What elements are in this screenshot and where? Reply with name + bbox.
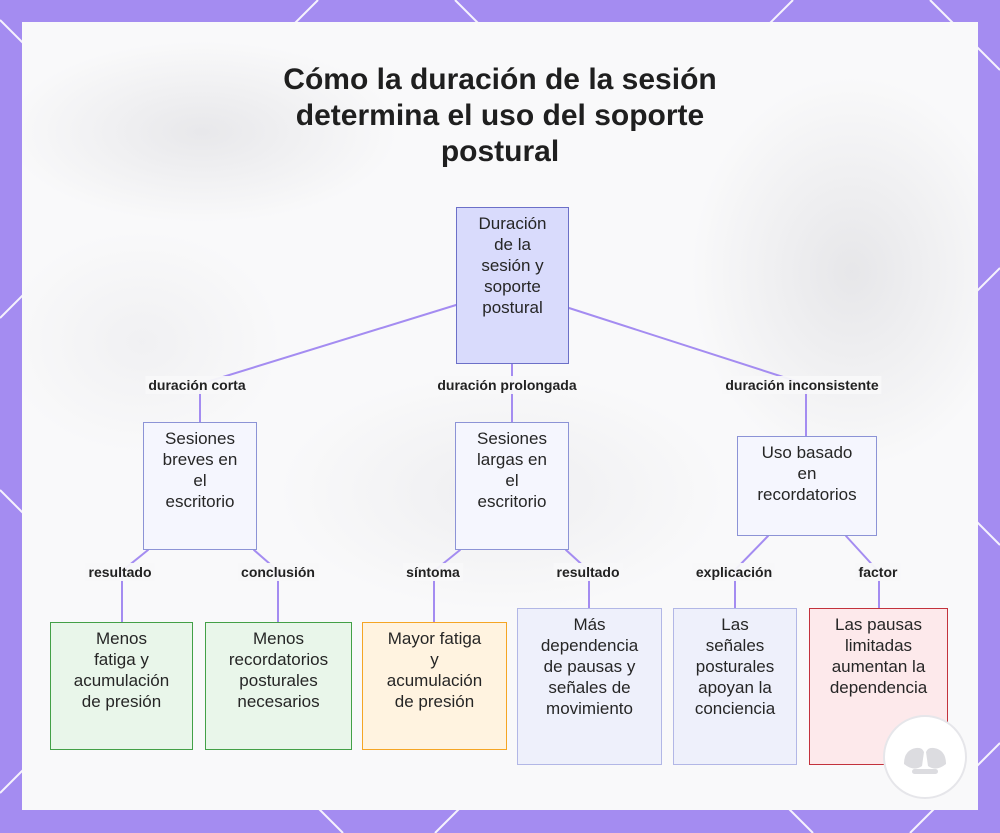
node-long-sessions: Sesiones largas en el escritorio (455, 422, 569, 550)
edge-label-long: duración prolongada (434, 376, 579, 394)
node-short-sessions: Sesiones breves en el escritorio (143, 422, 257, 550)
node-postural-cues-label: Las señales posturales apoyan la concien… (693, 614, 778, 719)
edge-label-long-result: resultado (553, 563, 622, 581)
node-less-fatigue: Menos fatiga y acumulación de presión (50, 622, 193, 750)
diagram-title: Cómo la duración de la sesión determina … (265, 62, 735, 170)
node-short-sessions-label: Sesiones breves en el escritorio (160, 428, 240, 512)
node-more-breaks-dependence-label: Más dependencia de pausas y señales de m… (537, 614, 643, 719)
node-fewer-reminders-label: Menos recordatorios posturales necesario… (224, 628, 334, 712)
node-long-sessions-label: Sesiones largas en el escritorio (472, 428, 552, 512)
node-more-fatigue-label: Mayor fatiga y acumulación de presión (385, 628, 485, 712)
node-postural-cues: Las señales posturales apoyan la concien… (673, 608, 797, 765)
node-root-label: Duración de la sesión y soporte postural (473, 213, 553, 318)
edge-label-long-symptom: síntoma (403, 563, 463, 581)
edge-label-short-result: resultado (85, 563, 154, 581)
edge-label-inconsistent: duración inconsistente (722, 376, 881, 394)
logo-icon (882, 714, 968, 800)
node-reminder-based-label: Uso basado en recordatorios (754, 442, 860, 505)
edge-label-short: duración corta (145, 376, 248, 394)
node-limited-breaks-label: Las pausas limitadas aumentan la depende… (824, 614, 934, 698)
edge-label-short-conclusion: conclusión (238, 563, 318, 581)
node-less-fatigue-label: Menos fatiga y acumulación de presión (73, 628, 169, 712)
node-fewer-reminders: Menos recordatorios posturales necesario… (205, 622, 352, 750)
node-more-fatigue: Mayor fatiga y acumulación de presión (362, 622, 507, 750)
node-more-breaks-dependence: Más dependencia de pausas y señales de m… (517, 608, 662, 765)
edge-label-inconsistent-factor: factor (856, 563, 901, 581)
node-root: Duración de la sesión y soporte postural (456, 207, 569, 364)
edge-label-inconsistent-explanation: explicación (693, 563, 775, 581)
node-reminder-based: Uso basado en recordatorios (737, 436, 877, 536)
